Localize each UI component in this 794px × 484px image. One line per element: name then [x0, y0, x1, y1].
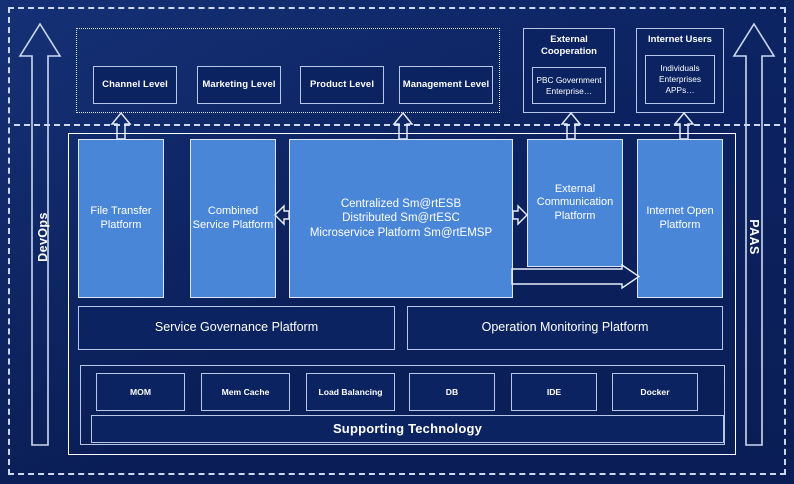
tech-box-db[interactable]: DB	[409, 373, 495, 411]
platform-file-transfer[interactable]: File Transfer Platform	[78, 139, 164, 298]
level-label: Management Level	[402, 79, 490, 91]
arrow-center-to-internet-open	[511, 263, 641, 295]
center-line-2: Distributed Sm@rtESC	[342, 212, 460, 225]
external-cooperation-title: External Cooperation	[541, 34, 597, 57]
supporting-technology-frame	[80, 365, 725, 445]
governance-service-governance[interactable]: Service Governance Platform	[78, 306, 395, 350]
internet-users-title: Internet Users	[648, 34, 712, 45]
supporting-technology-bar[interactable]: Supporting Technology	[91, 415, 724, 443]
external-cooperation-card[interactable]: External Cooperation PBC Government Ente…	[523, 28, 615, 113]
arrow-center-to-external-communication	[512, 204, 528, 231]
level-label: Marketing Level	[202, 79, 276, 91]
internet-users-inner: Individuals Enterprises APPs…	[645, 55, 715, 104]
tech-box-mem-cache[interactable]: Mem Cache	[201, 373, 290, 411]
arrow-center-to-combined-service	[274, 204, 290, 231]
center-line-3: Microservice Platform Sm@rtEMSP	[309, 226, 493, 239]
platform-body-frame	[68, 133, 736, 455]
level-label: Channel Level	[102, 79, 168, 91]
outer-dashed-frame	[8, 7, 786, 475]
platform-external-communication[interactable]: External Communication Platform	[527, 139, 623, 267]
governance-label: Service Governance Platform	[154, 320, 319, 335]
level-box-management[interactable]: Management Level	[399, 66, 493, 104]
tech-box-mom[interactable]: MOM	[96, 373, 185, 411]
platform-label: Combined Service Platform	[192, 205, 274, 231]
tech-box-ide[interactable]: IDE	[511, 373, 597, 411]
tech-label: MOM	[129, 386, 151, 397]
platform-label: External Communication Platform	[536, 182, 614, 222]
level-box-marketing[interactable]: Marketing Level	[197, 66, 281, 104]
level-box-channel[interactable]: Channel Level	[93, 66, 177, 104]
platform-combined-service[interactable]: Combined Service Platform	[190, 139, 276, 298]
governance-label: Operation Monitoring Platform	[481, 320, 649, 335]
tech-label: Docker	[640, 386, 670, 397]
level-label: Product Level	[309, 79, 375, 91]
tech-label: Load Balancing	[318, 386, 383, 397]
governance-operation-monitoring[interactable]: Operation Monitoring Platform	[407, 306, 723, 350]
devops-arrow	[18, 22, 62, 447]
paas-arrow-label: PAAS	[747, 219, 761, 255]
tech-label: Mem Cache	[221, 386, 270, 397]
level-box-product[interactable]: Product Level	[300, 66, 384, 104]
center-line-1: Centralized Sm@rtESB	[340, 198, 462, 211]
platform-label: Internet Open Platform	[646, 205, 714, 231]
tech-label: DB	[445, 386, 459, 397]
tech-label: IDE	[546, 386, 562, 397]
tech-box-load-balancing[interactable]: Load Balancing	[306, 373, 395, 411]
internet-users-card[interactable]: Internet Users Individuals Enterprises A…	[636, 28, 724, 113]
platform-internet-open[interactable]: Internet Open Platform	[637, 139, 723, 298]
supporting-technology-label: Supporting Technology	[332, 421, 483, 437]
tech-box-docker[interactable]: Docker	[612, 373, 698, 411]
devops-arrow-label: DevOps	[36, 212, 50, 262]
tier-separator-dashed-line	[14, 124, 780, 126]
platform-label: File Transfer Platform	[90, 205, 152, 231]
business-levels-group	[76, 28, 500, 113]
external-cooperation-inner: PBC Government Enterprise…	[532, 67, 606, 104]
platform-center-esb[interactable]: Centralized Sm@rtESB Distributed Sm@rtES…	[289, 139, 513, 298]
paas-arrow	[732, 22, 776, 447]
